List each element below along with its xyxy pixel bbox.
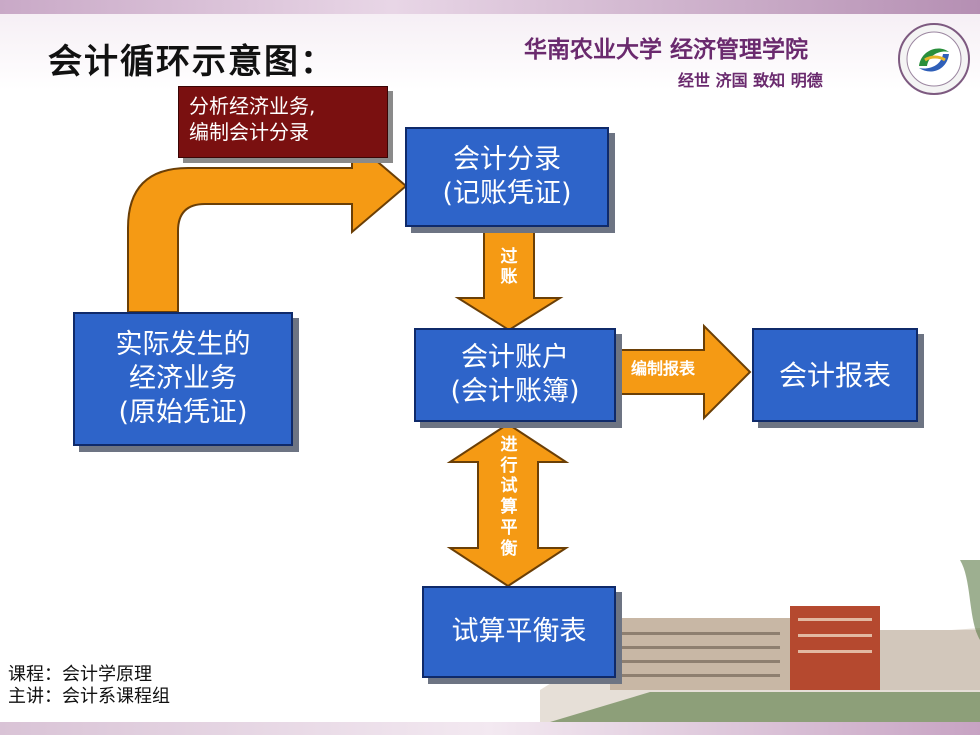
university-logo-icon: [898, 23, 970, 95]
edge-trial-char-3: 试: [500, 476, 518, 497]
edge-posting-char-1: 过: [500, 247, 518, 267]
node-journal-line-2: (记账凭证): [442, 178, 572, 209]
university-motto: 经世 济国 致知 明德: [678, 71, 823, 90]
curved-arrow-source-to-journal: [127, 137, 408, 313]
down-arrow-posting: [454, 225, 564, 332]
node-ledger-line-2: (会计账簿): [450, 376, 580, 407]
edge-label-trial-balance: 进 行 试 算 平 衡: [498, 435, 520, 559]
node-report-label: 会计报表: [778, 358, 891, 392]
note-line-1: 分析经济业务,: [189, 94, 316, 118]
edge-posting-char-2: 账: [500, 267, 518, 288]
edge-trial-char-6: 衡: [500, 538, 518, 559]
edge-trial-char-1: 进: [500, 435, 518, 455]
edge-trial-char-2: 行: [500, 455, 518, 476]
node-journal-line-1: 会计分录: [453, 144, 561, 176]
edge-label-prepare-report: 编制报表: [630, 359, 695, 378]
note-line-2: 编制会计分录: [189, 120, 309, 145]
edge-label-posting: 过 账: [498, 247, 520, 288]
node-journal-entries: 会计分录 (记账凭证): [405, 127, 609, 227]
node-source-line-2: 经济业务: [129, 363, 237, 395]
lecturer-name: 主讲：会计系课程组: [8, 685, 170, 707]
node-source-line-3: (原始凭证): [118, 396, 248, 428]
node-ledger-accounts: 会计账户 (会计账簿): [414, 328, 616, 422]
edge-trial-char-4: 算: [500, 497, 518, 518]
campus-building-image: [540, 560, 980, 725]
node-source-line-1: 实际发生的: [115, 329, 251, 361]
node-financial-reports: 会计报表: [752, 328, 918, 422]
course-name: 课程：会计学原理: [8, 664, 152, 685]
node-ledger-line-1: 会计账户: [461, 342, 569, 374]
edge-trial-char-5: 平: [500, 517, 518, 538]
course-info: 课程：会计学原理 主讲：会计系课程组: [8, 664, 170, 707]
bottom-decoration-bar: [0, 722, 980, 735]
analysis-note: 分析经济业务, 编制会计分录: [178, 86, 388, 158]
node-source-documents: 实际发生的 经济业务 (原始凭证): [73, 312, 293, 446]
right-arrow-prepare-report: [615, 323, 752, 421]
university-name: 华南农业大学 经济管理学院: [524, 36, 809, 63]
node-trial-label: 试算平衡表: [451, 616, 587, 648]
slide-title: 会计循环示意图：: [48, 42, 336, 82]
node-trial-balance: 试算平衡表: [422, 586, 616, 678]
top-decoration-bar: [0, 0, 980, 14]
